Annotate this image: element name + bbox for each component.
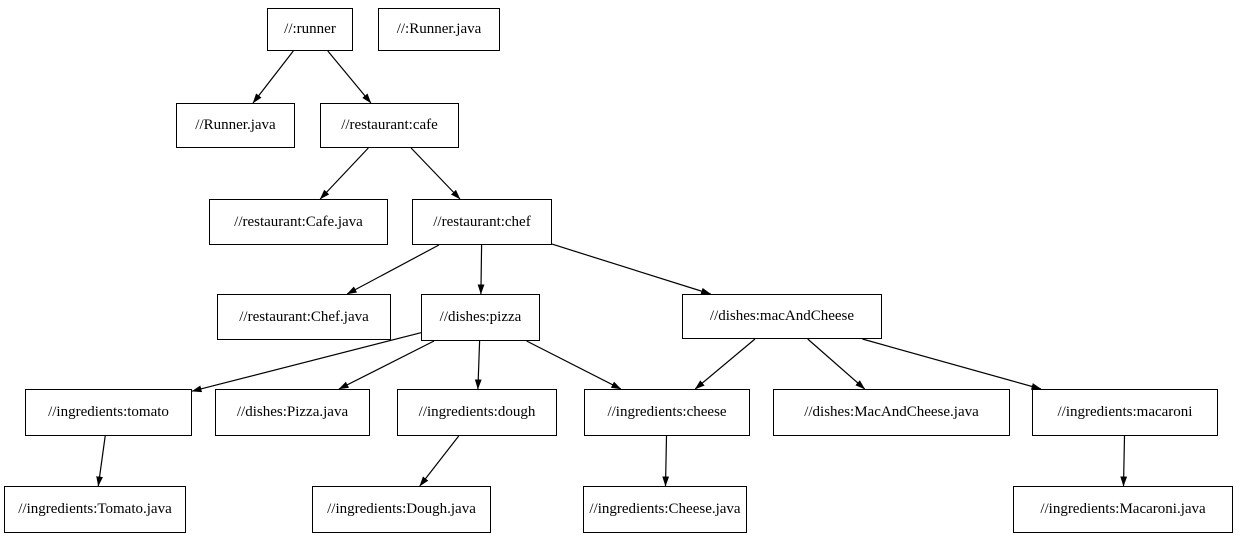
edge-pizza-to-dough — [474, 340, 482, 390]
node-cafe-java: //restaurant:Cafe.java — [209, 199, 388, 245]
node-cafe: //restaurant:cafe — [320, 103, 459, 148]
edge-dough-to-dough-java — [419, 435, 460, 487]
edge-cheese-to-cheese-java — [662, 435, 670, 487]
node-cheese-java: //ingredients:Cheese.java — [583, 486, 747, 533]
edge-runner-to-runner-java — [252, 50, 294, 104]
node-label-chef-java: //restaurant:Chef.java — [239, 308, 369, 325]
node-label-macaroni-java: //ingredients:Macaroni.java — [1040, 501, 1206, 517]
node-label-macaroni: //ingredients:macaroni — [1057, 404, 1193, 420]
edge-pizza-to-pizza-java — [338, 340, 435, 390]
node-label-cheese: //ingredients:cheese — [607, 404, 727, 420]
edge-chef-to-mac-and-cheese — [551, 243, 712, 295]
node-label-dough: //ingredients:dough — [418, 404, 536, 420]
edge-cafe-to-chef — [410, 147, 461, 200]
node-label-pizza-java: //dishes:Pizza.java — [236, 404, 349, 420]
node-tomato-java: //ingredients:Tomato.java — [4, 486, 186, 533]
node-label-cheese-java: //ingredients:Cheese.java — [589, 501, 741, 517]
node-label-runner-java: //Runner.java — [195, 117, 276, 133]
node-label-tomato: //ingredients:tomato — [48, 404, 169, 420]
node-label-runner-java-top: //:Runner.java — [396, 21, 482, 37]
node-cheese: //ingredients:cheese — [584, 389, 750, 436]
edge-chef-to-pizza — [477, 244, 485, 295]
node-label-pizza: //dishes:pizza — [439, 309, 522, 325]
node-label-runner: //:runner — [284, 21, 336, 37]
node-chef: //restaurant:chef — [412, 199, 552, 245]
node-dough-java: //ingredients:Dough.java — [312, 486, 491, 533]
node-label-mac-and-cheese-java: //dishes:MacAndCheese.java — [804, 404, 979, 420]
edge-pizza-to-tomato — [191, 332, 422, 393]
node-chef-java: //restaurant:Chef.java — [217, 294, 391, 340]
edge-runner-to-cafe — [327, 50, 372, 104]
edge-mac-and-cheese-to-mac-and-cheese-java — [807, 338, 866, 390]
edge-cafe-to-cafe-java — [319, 147, 369, 200]
node-label-cafe-java: //restaurant:Cafe.java — [234, 213, 363, 230]
node-label-cafe: //restaurant:cafe — [341, 117, 438, 133]
node-mac-and-cheese-java: //dishes:MacAndCheese.java — [773, 389, 1010, 436]
edge-pizza-to-cheese — [526, 340, 622, 390]
node-runner-java: //Runner.java — [176, 103, 295, 148]
edge-macaroni-to-macaroni-java — [1120, 435, 1128, 487]
node-macaroni: //ingredients:macaroni — [1032, 389, 1218, 436]
node-macaroni-java: //ingredients:Macaroni.java — [1013, 486, 1233, 533]
node-dough: //ingredients:dough — [397, 389, 557, 436]
node-runner: //:runner — [267, 8, 353, 51]
node-label-tomato-java: //ingredients:Tomato.java — [18, 501, 172, 517]
node-runner-java-top: //:Runner.java — [378, 8, 500, 51]
edge-chef-to-chef-java — [346, 244, 440, 295]
node-pizza: //dishes:pizza — [421, 294, 540, 341]
edge-mac-and-cheese-to-cheese — [694, 338, 756, 390]
node-label-dough-java: //ingredients:Dough.java — [327, 501, 476, 517]
node-label-chef: //restaurant:chef — [433, 213, 531, 230]
node-label-mac-and-cheese: //dishes:macAndCheese — [709, 308, 855, 324]
edge-mac-and-cheese-to-macaroni — [862, 338, 1042, 390]
node-tomato: //ingredients:tomato — [25, 389, 192, 436]
node-mac-and-cheese: //dishes:macAndCheese — [682, 294, 882, 339]
node-pizza-java: //dishes:Pizza.java — [215, 389, 370, 436]
edge-tomato-to-tomato-java — [96, 435, 106, 487]
